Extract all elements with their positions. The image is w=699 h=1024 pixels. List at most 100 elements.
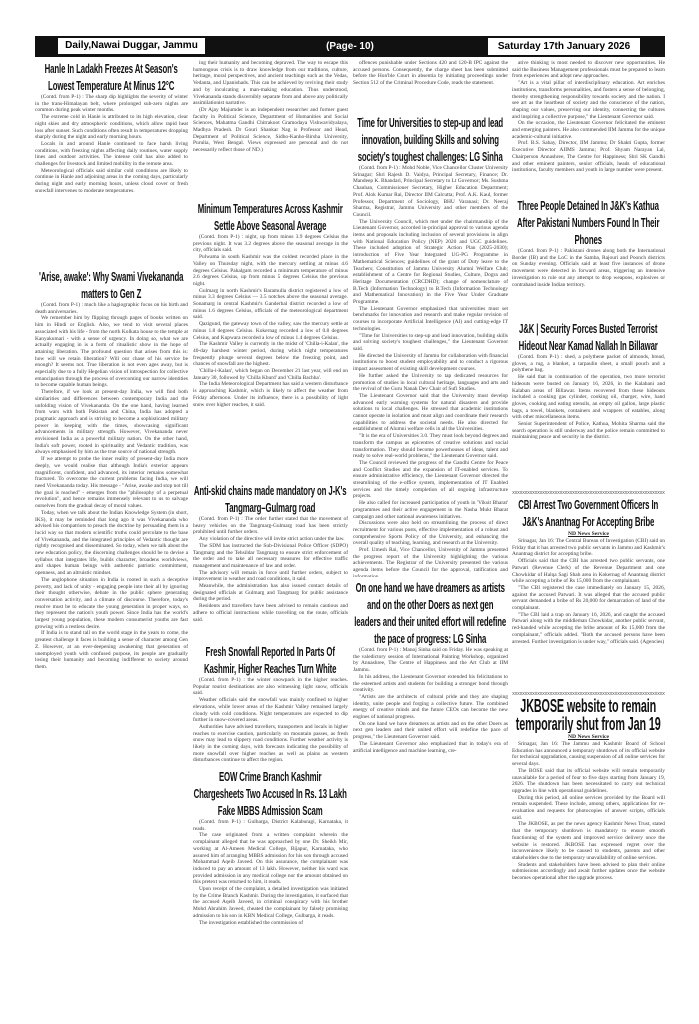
article-continuation: ative thinking is most needed to discove… <box>512 60 665 195</box>
paragraph: Upon receipt of the complaint, a detaile… <box>193 886 348 919</box>
paragraph: 'Chilla-i-Kalan', which began on Decembe… <box>193 368 348 381</box>
article-body: (Contd. from P-1) : much like a hagiogra… <box>35 302 188 1001</box>
paragraph: Locals in and around Hanle continued to … <box>35 140 188 168</box>
paragraph: The investigation established the commis… <box>199 919 304 926</box>
paragraph: Srinagar, Jan 16: The Jammu and Kashmir … <box>512 741 665 768</box>
paragraph: "Art is a vital pillar of interdisciplin… <box>512 80 665 120</box>
paragraph: "It is the era of Universities 3.0. They… <box>353 433 508 460</box>
paragraph: The anglophone situation in India is roo… <box>35 576 188 630</box>
article-body: (Contd. from P-1) : Gulbarga, District K… <box>193 819 348 1001</box>
paragraph: He further asked the University to tap d… <box>353 372 508 393</box>
article-body: (Contd. from P-1) : Mohd Noble, Vice Cha… <box>353 165 508 577</box>
paragraph: On the occasion, the Lieutenant Governor… <box>512 120 665 140</box>
headline: Fresh Snowfall Reported In Parts Of Kash… <box>204 644 337 676</box>
byline: ND News Service <box>567 531 609 537</box>
paragraph: (Contd. from P-1) : Pakistani drones alo… <box>512 248 665 288</box>
paragraph: (Contd. from P-1) : The sharp dip highli… <box>35 94 188 114</box>
paragraph: The BOSE said that its official website … <box>512 767 665 794</box>
paragraph: The Council reviewed the progress of the… <box>353 459 508 500</box>
paragraph: Today, when we talk about the Indian Kno… <box>35 509 188 577</box>
paragraph: (Contd. from P-1) : the winter snowpack … <box>193 677 348 697</box>
article-body: (Contd. from P-1) : night, up from minus… <box>193 234 348 480</box>
article-lg-artists: On one hand we have dreamers as artists … <box>353 579 508 1001</box>
paragraph: Gulmarg in north Kashmir's Baramulla dis… <box>193 287 348 321</box>
article-billawar-hideout: J&K | Security Forces Busted Terrorist H… <box>512 320 665 490</box>
paragraph: (Contd. from P-1) : The order further st… <box>193 516 348 536</box>
paragraph: Senior Superintendent of Police, Kathua,… <box>512 421 665 441</box>
paragraph: ative thinking is most needed to discove… <box>512 60 665 80</box>
paragraph: (Contd. from P-1) : Manoj Sinha said on … <box>353 647 508 674</box>
paragraph: Meanwhile, the administration has also i… <box>193 583 348 603</box>
paragraph: The Lieutenant Governor said that the Un… <box>353 392 508 433</box>
paragraph: ing their humanity and becoming depraved… <box>193 60 348 107</box>
paragraph: (Contd. from P-1) : Mohd Noble, Vice Cha… <box>353 165 508 218</box>
paragraph: He said that in continuation of the oper… <box>512 374 665 421</box>
paragraph: The SDM has instructed the Sub-Divisiona… <box>193 542 348 569</box>
paragraph: Meteorological officials said similar co… <box>35 167 188 194</box>
paragraph: If India is to stand tall on the world s… <box>35 630 188 670</box>
paragraph: offences punishable under Sections 420 a… <box>353 60 508 87</box>
paragraph: The University Council, which met under … <box>353 218 508 306</box>
headline: Anti-skid chains made mandatory on J-K's… <box>193 483 347 515</box>
article-body: (Contd. from P-1) : Pakistani drones alo… <box>512 248 665 318</box>
paragraph: Authorities have advised travellers, tra… <box>193 723 348 764</box>
paragraph: The case originated from a written compl… <box>193 832 348 886</box>
paragraph: On one hand we have dreamers as artists … <box>353 720 508 741</box>
article-body: (Contd. from P-1) : the winter snowpack … <box>193 677 348 766</box>
paragraph: The India Meteorological Department has … <box>193 381 348 408</box>
paragraph: We remember him by flipping through page… <box>35 315 188 389</box>
headline: 'Arise, awake': Why Swami Vivekananda ma… <box>39 269 184 301</box>
page-number: (Page- 10) <box>326 41 374 52</box>
paragraph: (Contd. from P-1) : Gulbarga, District K… <box>193 819 348 832</box>
article-jkbose-shutdown: JKBOSE website to remain temporarily shu… <box>512 697 665 1001</box>
article-body: (Contd. from P-1) : shed, a polythene pa… <box>512 354 665 490</box>
headline: JKBOSE website to remain temporarily shu… <box>515 697 661 733</box>
headline: Three People Detained In J&K's Kathua Af… <box>517 198 660 247</box>
article-fresh-snowfall: Fresh Snowfall Reported In Parts Of Kash… <box>193 643 348 766</box>
paragraph: "The CBI laid a trap on January 16, 2026… <box>512 611 665 645</box>
paragraph: (Contd. from P-1) : much like a hagiogra… <box>35 302 188 315</box>
paragraph: The advisory will remain in force until … <box>193 569 348 583</box>
article-kashmir-temperatures: Minimum Temperatures Across Kashmir Sett… <box>193 200 348 480</box>
paragraph: "Time for Universities to step-up and le… <box>353 332 508 352</box>
paragraph: The Kashmir Valley is currently in the m… <box>193 341 348 368</box>
headline: On one hand we have dreamers as artists … <box>354 580 507 646</box>
masthead-bar: Daily,Nawai Duggar, Jammu (Page- 10) Sat… <box>35 36 665 57</box>
article-body: (Contd. from P-1) : Manoj Sinha said on … <box>353 647 508 1001</box>
article-body: Srinagar, Jan 16: The Jammu and Kashmir … <box>512 741 665 1001</box>
paragraph: He directed the University of Jammu for … <box>353 352 508 373</box>
article-eow-mbbs-scam: EOW Crime Branch Kashmir Chargesheets Tw… <box>193 768 348 1001</box>
headline: Hanle In Ladakh Freezes At Season's Lowe… <box>44 61 178 93</box>
article-body: ing their humanity and becoming depraved… <box>193 60 348 198</box>
paragraph: (Contd. from P-1) : shed, a polythene pa… <box>512 354 665 374</box>
paragraph: During this period, all online services … <box>512 794 665 821</box>
headline: CBI Arrest Two Government Officers In J&… <box>518 497 659 529</box>
paragraph: In his address, the Lieutenant Governor … <box>353 673 508 694</box>
paragraph: Prof. Umesh Rai, Vice Chancellor, Univer… <box>353 547 508 577</box>
article-vivekananda: 'Arise, awake': Why Swami Vivekananda ma… <box>35 268 188 1001</box>
paragraph: If we attempt to probe the inner reality… <box>35 456 188 510</box>
article-body: ative thinking is most needed to discove… <box>512 60 665 195</box>
article-body: (Contd. from P-1) : The order further st… <box>193 516 348 641</box>
paragraph: "The CBI registered the case immediately… <box>512 584 665 612</box>
article-hanle: Hanle In Ladakh Freezes At Season's Lowe… <box>35 60 188 266</box>
headline: Time for Universities to step-up and lea… <box>357 115 504 164</box>
article-continuation: offences punishable under Sections 420 a… <box>353 60 508 112</box>
article-lg-universities: Time for Universities to step-up and lea… <box>353 114 508 577</box>
paragraph: Residents and travellers have been advis… <box>193 603 348 623</box>
paragraph: The extreme cold in Hanle is attributed … <box>35 114 188 141</box>
paragraph: Weather officials said the snowfall was … <box>193 697 348 724</box>
paragraph: Therefore, if we look at present-day Ind… <box>35 389 188 456</box>
paragraph: The Lieutenant Governor emphasized that … <box>353 305 508 332</box>
article-body: Srinagar, Jan 16: The Central Bureau of … <box>512 538 665 690</box>
issue-date: Saturday 17th January 2026 <box>488 38 640 55</box>
article-anti-skid-chains: Anti-skid chains made mandatory on J-K's… <box>193 482 348 641</box>
paragraph: "Artists are the architects of cultural … <box>353 693 508 721</box>
paragraph: Prof. B.S. Sahay, Director, IIM Jammu; D… <box>512 140 665 174</box>
paragraph: Srinagar, Jan 16: The Central Bureau of … <box>512 538 665 558</box>
paragraph: The JKBOSE, as per the news agency Kashm… <box>512 821 665 861</box>
headline: EOW Crime Branch Kashmir Chargesheets Tw… <box>193 769 347 818</box>
article-kathua-detained: Three People Detained In J&K's Kathua Af… <box>512 197 665 318</box>
paragraph: Officials said that the CBI has arrested… <box>512 558 665 585</box>
paragraph: Pulwama in south Kashmir was the coldest… <box>193 254 348 287</box>
